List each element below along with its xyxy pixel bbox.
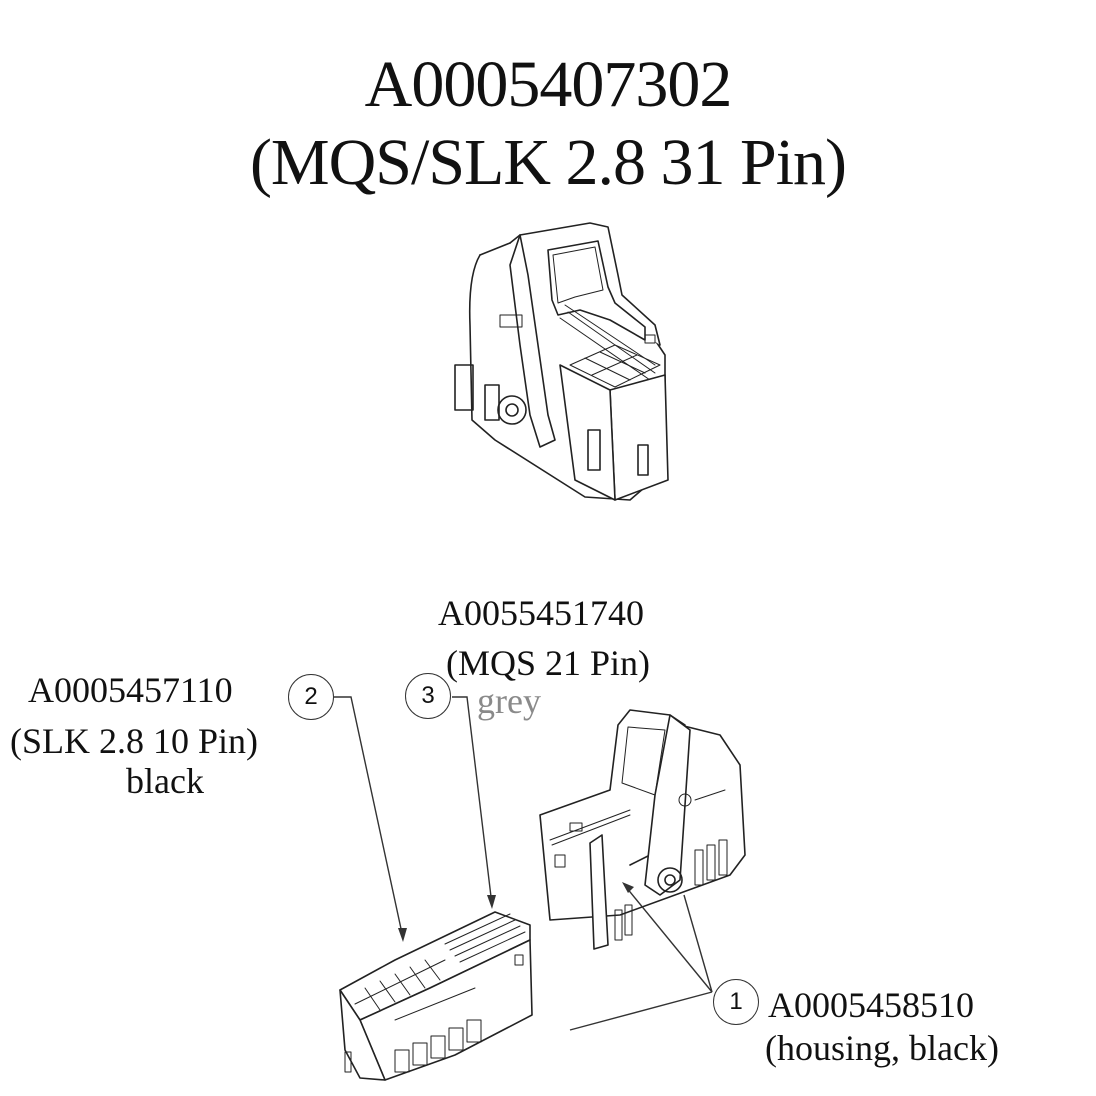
- component-3-color: grey: [477, 681, 541, 721]
- component-2-color: black: [126, 761, 204, 801]
- callout-3: 3: [405, 673, 451, 719]
- callout-1: 1: [713, 979, 759, 1025]
- title-part-number: A0005407302: [364, 48, 733, 121]
- housing-drawing: [539, 709, 746, 950]
- callout-2: 2: [288, 674, 334, 720]
- title-description: (MQS/SLK 2.8 31 Pin): [249, 126, 847, 199]
- component-1-part-number: A0005458510: [768, 985, 974, 1025]
- slk-mqs-insert-drawing: [339, 911, 533, 1081]
- component-2-part-number: A0005457110: [28, 670, 233, 710]
- assembled-connector-drawing: [454, 222, 669, 501]
- component-3-part-number: A0055451740: [438, 593, 644, 633]
- component-1-description: (housing, black): [765, 1028, 999, 1068]
- component-3-description: (MQS 21 Pin): [446, 643, 651, 683]
- component-2-description: (SLK 2.8 10 Pin): [10, 721, 259, 761]
